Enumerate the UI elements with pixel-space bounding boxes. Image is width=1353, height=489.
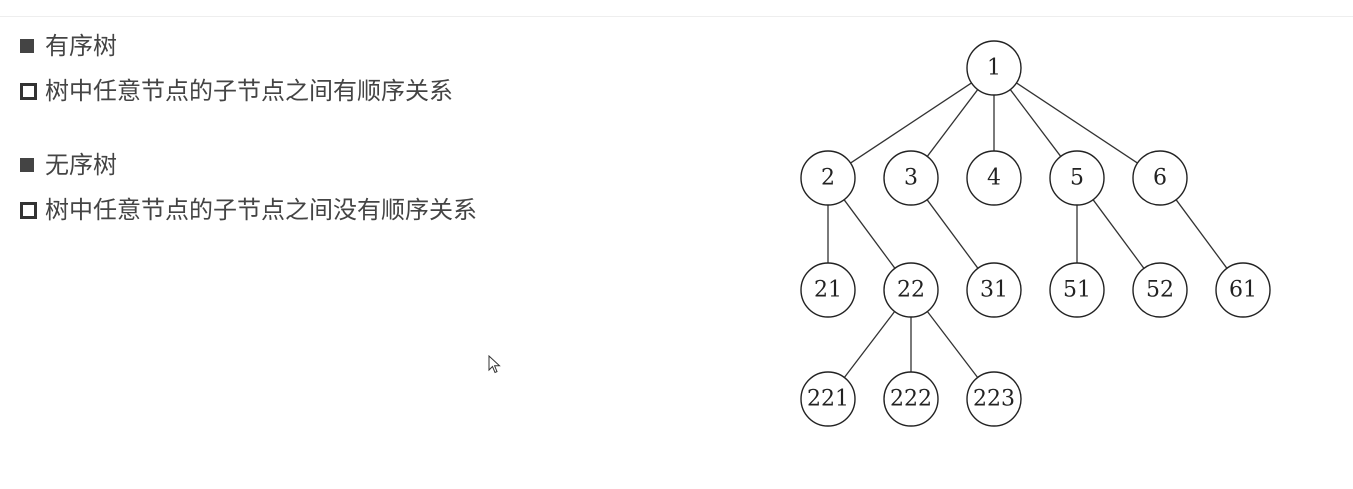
tree-edge-22-223 — [926, 311, 979, 378]
unordered-tree-section: 无序树 树中任意节点的子节点之间没有顺序关系 — [20, 147, 720, 228]
tree-node-61: 61 — [1215, 262, 1271, 318]
tree-node-label: 51 — [1063, 278, 1091, 303]
hollow-square-bullet-icon — [20, 82, 37, 100]
tree-node-label: 222 — [890, 387, 932, 412]
tree-node-circle — [966, 40, 1022, 96]
tree-node-label: 22 — [897, 278, 925, 303]
bullet-list: 有序树 树中任意节点的子节点之间有顺序关系 无序树 树中任意节点的子节点之间没有… — [20, 28, 720, 228]
tree-node-52: 52 — [1132, 262, 1188, 318]
tree-node-circle — [800, 262, 856, 318]
tree-node-circle — [883, 150, 939, 206]
tree-node-223: 223 — [966, 371, 1022, 427]
ordered-tree-description: 树中任意节点的子节点之间有顺序关系 — [20, 73, 720, 109]
tree-node-circle — [1215, 262, 1271, 318]
tree-node-222: 222 — [883, 371, 939, 427]
tree-node-circle — [800, 150, 856, 206]
tree-node-label: 6 — [1153, 166, 1167, 191]
ordered-tree-section: 有序树 树中任意节点的子节点之间有顺序关系 — [20, 28, 720, 109]
mouse-pointer-icon — [488, 355, 501, 374]
unordered-tree-description-text: 树中任意节点的子节点之间没有顺序关系 — [45, 196, 477, 224]
tree-node-circle — [800, 371, 856, 427]
tree-node-label: 5 — [1070, 166, 1084, 191]
unordered-tree-description: 树中任意节点的子节点之间没有顺序关系 — [20, 192, 720, 228]
tree-nodes: 1 2 3 4 5 6 21 22 31 51 52 61 221 222 223 — [800, 40, 1271, 427]
tree-edge-1-3 — [926, 89, 979, 157]
tree-edge-6-61 — [1175, 199, 1228, 269]
tree-node-3: 3 — [883, 150, 939, 206]
unordered-tree-heading-text: 无序树 — [45, 151, 117, 179]
ordered-tree-heading-text: 有序树 — [45, 32, 117, 60]
tree-node-label: 52 — [1146, 278, 1174, 303]
tree-node-label: 31 — [980, 278, 1008, 303]
tree-node-1: 1 — [966, 40, 1022, 96]
tree-diagram: 1 2 3 4 5 6 21 22 31 51 52 61 221 222 223 — [800, 40, 1271, 427]
tree-node-21: 21 — [800, 262, 856, 318]
ordered-tree-description-text: 树中任意节点的子节点之间有顺序关系 — [45, 77, 453, 105]
tree-node-circle — [883, 262, 939, 318]
tree-edges — [827, 82, 1228, 378]
tree-node-circle — [883, 371, 939, 427]
filled-square-bullet-icon — [20, 158, 34, 172]
filled-square-bullet-icon — [20, 39, 34, 53]
tree-node-label: 1 — [987, 56, 1001, 81]
tree-node-4: 4 — [966, 150, 1022, 206]
tree-node-circle — [966, 150, 1022, 206]
tree-node-31: 31 — [966, 262, 1022, 318]
hollow-square-bullet-icon — [20, 201, 37, 219]
tree-node-label: 3 — [904, 166, 918, 191]
tree-node-label: 4 — [987, 166, 1001, 191]
tree-node-6: 6 — [1132, 150, 1188, 206]
tree-edge-3-31 — [926, 199, 979, 269]
tree-node-label: 2 — [821, 166, 835, 191]
tree-node-label: 223 — [973, 387, 1015, 412]
tree-node-label: 61 — [1229, 278, 1257, 303]
tree-node-circle — [966, 262, 1022, 318]
tree-node-circle — [1049, 262, 1105, 318]
tree-edge-22-221 — [843, 311, 896, 378]
tree-edge-1-6 — [1016, 82, 1138, 164]
tree-node-5: 5 — [1049, 150, 1105, 206]
tree-node-circle — [1132, 262, 1188, 318]
tree-node-circle — [1049, 150, 1105, 206]
tree-node-221: 221 — [800, 371, 856, 427]
tree-node-2: 2 — [800, 150, 856, 206]
tree-node-22: 22 — [883, 262, 939, 318]
tree-node-circle — [966, 371, 1022, 427]
tree-edge-1-5 — [1009, 89, 1062, 157]
ordered-tree-heading: 有序树 — [20, 28, 720, 64]
tree-edge-1-2 — [850, 82, 972, 164]
tree-edge-5-52 — [1092, 199, 1145, 269]
top-divider — [0, 16, 1353, 17]
tree-node-label: 221 — [807, 387, 849, 412]
unordered-tree-heading: 无序树 — [20, 147, 720, 183]
tree-edge-2-22 — [843, 199, 896, 269]
tree-node-label: 21 — [814, 278, 842, 303]
tree-node-circle — [1132, 150, 1188, 206]
tree-node-51: 51 — [1049, 262, 1105, 318]
